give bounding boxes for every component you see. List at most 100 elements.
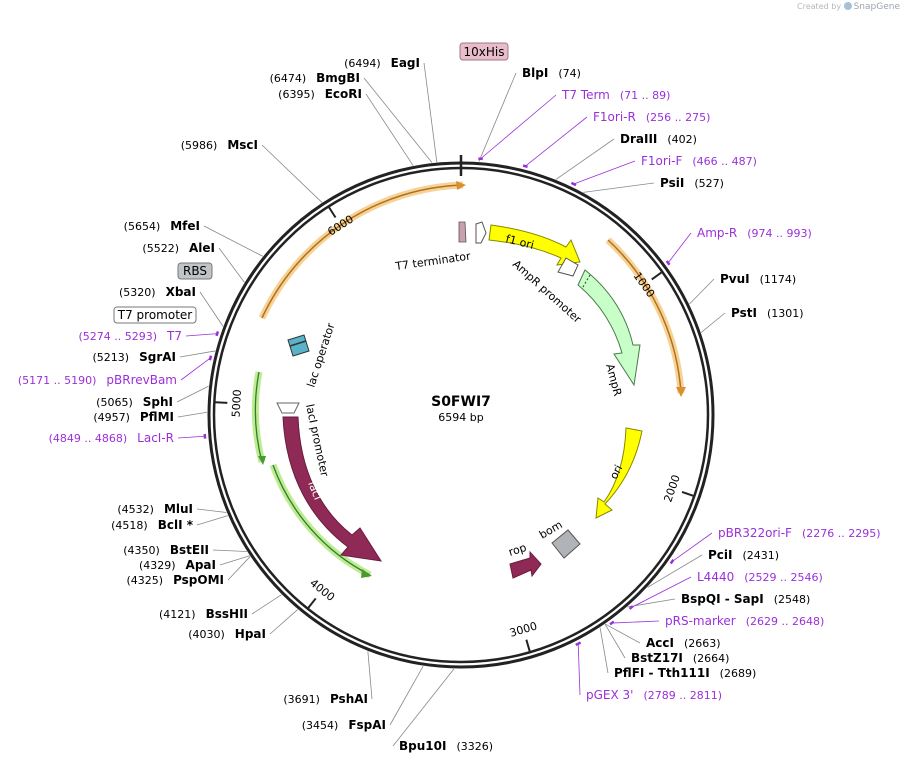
primer-mark-t7[interactable]	[215, 331, 220, 337]
tick-label-3000: 3000	[508, 619, 539, 639]
feature-t7-terminator[interactable]	[458, 221, 467, 243]
enzyme-site-pcii[interactable]: PciI(2431)	[708, 548, 779, 562]
credit-prefix: Created by	[797, 2, 842, 11]
primer-prs-marker[interactable]: pRS-marker(2629 .. 2648)	[665, 614, 824, 628]
feature-lac-operator-box[interactable]	[287, 334, 310, 357]
leader-pcii	[647, 554, 703, 588]
enzyme-site-psii[interactable]: PsiI(527)	[660, 176, 724, 190]
primer-leader-pgex-3	[577, 643, 581, 696]
primer-mark-pbr322ori-f[interactable]	[669, 558, 675, 565]
label-lac-operator: lac operator	[304, 321, 337, 389]
enzyme-site-mlui[interactable]: (4532)MluI	[117, 502, 193, 516]
enzyme-site-draiii[interactable]: DraIII(402)	[620, 132, 697, 146]
leader-bstz17i	[604, 623, 626, 659]
leader-fspai	[389, 665, 424, 726]
primer-amp-r[interactable]: Amp-R(974 .. 993)	[697, 226, 812, 240]
boxed-label-t7-promoter[interactable]: T7 promoter	[113, 306, 197, 324]
leader-hpai	[269, 609, 298, 635]
enzyme-site-sgrai[interactable]: (5213)SgrAI	[93, 350, 176, 364]
enzyme-site-hpai[interactable]: (4030)HpaI	[188, 627, 266, 641]
feature-ampR-arrow[interactable]	[577, 269, 641, 387]
enzyme-site-pspomi[interactable]: (4325)PspOMI	[126, 573, 224, 587]
tick-2000	[681, 490, 694, 497]
enzyme-site-bcli[interactable]: (4518)BclI *	[111, 518, 194, 532]
leader-pflfi-tth111i	[599, 627, 609, 674]
primer-l4440[interactable]: L4440(2529 .. 2546)	[697, 570, 823, 584]
enzyme-site-fspai[interactable]: (3454)FspAI	[302, 718, 386, 732]
feature-lacI-arrow[interactable]	[282, 416, 383, 562]
orange-arc-upper-left-core	[261, 184, 464, 319]
leader-eagi	[423, 62, 438, 163]
leader-xbai	[199, 291, 224, 327]
enzyme-site-pshai[interactable]: (3691)PshAI	[283, 692, 368, 706]
leader-blpi	[478, 72, 517, 162]
leader-alei	[218, 247, 245, 283]
label-10xhis: 10xHis	[464, 45, 505, 59]
enzyme-site-apai[interactable]: (4329)ApaI	[139, 558, 216, 572]
primer-mark-amp-r[interactable]	[665, 260, 671, 266]
leader-pvui	[689, 278, 715, 305]
tick-4000	[307, 597, 317, 609]
boxed-label-10xhis[interactable]: 10xHis	[459, 42, 509, 61]
primer-f1ori-r[interactable]: F1ori-R(256 .. 275)	[593, 110, 710, 124]
primer-leader-prs-marker	[611, 620, 660, 624]
enzyme-site-msci[interactable]: (5986)MscI	[181, 138, 258, 152]
enzyme-site-bspqi-sapi[interactable]: BspQI - SapI(2548)	[681, 592, 810, 606]
label-t7-promoter: T7 promoter	[117, 308, 193, 322]
enzyme-site-pflmi[interactable]: (4957)PflMI	[93, 410, 174, 424]
primer-sites: T7 Term(71 .. 89) F1ori-R(256 .. 275) F1or…	[18, 88, 881, 702]
primer-t7-term[interactable]: T7 Term(71 .. 89)	[561, 88, 670, 102]
primer-mark-pbrrevbam[interactable]	[208, 355, 213, 361]
leader-mlui	[196, 508, 227, 513]
feature-ori-arrow[interactable]	[595, 427, 643, 519]
leader-lines	[176, 62, 726, 747]
tick-1000	[651, 271, 663, 281]
primer-t7[interactable]: (5274 .. 5293)T7	[78, 329, 182, 343]
primer-f1ori-f[interactable]: F1ori-F(466 .. 487)	[641, 154, 757, 168]
plasmid-length: 6594 bp	[438, 411, 483, 424]
tick-label-5000: 5000	[230, 389, 244, 418]
feature-lacI-promoter-arrow[interactable]	[276, 402, 300, 414]
boxed-label-rbs[interactable]: RBS	[177, 262, 213, 280]
enzyme-site-bpu10i[interactable]: Bpu10I(3326)	[399, 739, 493, 753]
primer-pbr322ori-f[interactable]: pBR322ori-F(2276 .. 2295)	[718, 526, 881, 540]
primer-leader-pbrrevbam	[180, 357, 211, 381]
leader-psii	[583, 182, 655, 193]
primer-pgex-3[interactable]: pGEX 3'(2789 .. 2811)	[586, 688, 722, 702]
enzyme-site-bstz17i[interactable]: BstZ17I(2664)	[631, 651, 729, 665]
enzyme-site-blpi[interactable]: BlpI(74)	[522, 66, 581, 80]
enzyme-site-xbai[interactable]: (5320)XbaI	[119, 285, 196, 299]
enzyme-site-pvui[interactable]: PvuI(1174)	[720, 272, 796, 286]
enzyme-site-bsshii[interactable]: (4121)BssHII	[159, 607, 248, 621]
enzyme-site-psti[interactable]: PstI(1301)	[731, 306, 804, 320]
enzyme-site-ecori[interactable]: (6395)EcoRI	[278, 87, 362, 101]
orange-arc-upper-right-core	[607, 239, 682, 394]
leader-ecori	[365, 93, 414, 166]
feature-ampR-promoter-arrow[interactable]	[557, 257, 579, 277]
primer-mark-pgex-3[interactable]	[575, 641, 582, 647]
enzyme-site-pflfi-tth111i[interactable]: PflFI - Tth111I(2689)	[614, 666, 756, 680]
leader-mfei	[203, 225, 263, 257]
enzyme-site-bmgbi[interactable]: (6474)BmgBI	[270, 71, 360, 85]
enzyme-site-sphi[interactable]: (5065)SphI	[96, 395, 173, 409]
feature-small-white-arrow[interactable]	[475, 221, 487, 244]
primer-mark-f1ori-r[interactable]	[522, 164, 528, 168]
plasmid-name: S0FWI7	[431, 394, 491, 410]
primer-laci-r[interactable]: (4849 .. 4868)LacI-R	[49, 431, 174, 445]
leader-pshai	[367, 651, 373, 700]
primer-mark-prs-marker[interactable]	[609, 620, 615, 626]
primer-pbrrevbam[interactable]: (5171 .. 5190)pBRrevBam	[18, 373, 177, 387]
feature-rop-arrow[interactable]	[509, 550, 542, 579]
leader-apai	[219, 555, 250, 566]
leader-bcli	[196, 515, 228, 526]
enzyme-site-eagi[interactable]: (6494)EagI	[344, 56, 420, 70]
primer-mark-l4440[interactable]	[628, 605, 634, 610]
feature-bom-box[interactable]	[551, 529, 581, 559]
enzyme-site-mfei[interactable]: (5654)MfeI	[124, 219, 200, 233]
enzyme-site-alei[interactable]: (5522)AleI	[142, 241, 215, 255]
enzyme-site-bsteii[interactable]: (4350)BstEII	[123, 543, 209, 557]
primer-mark-f1ori-f[interactable]	[570, 181, 577, 187]
primer-leader-laci-r	[177, 435, 205, 439]
enzyme-site-acci[interactable]: AccI(2663)	[646, 636, 721, 650]
leader-msci	[261, 144, 323, 203]
